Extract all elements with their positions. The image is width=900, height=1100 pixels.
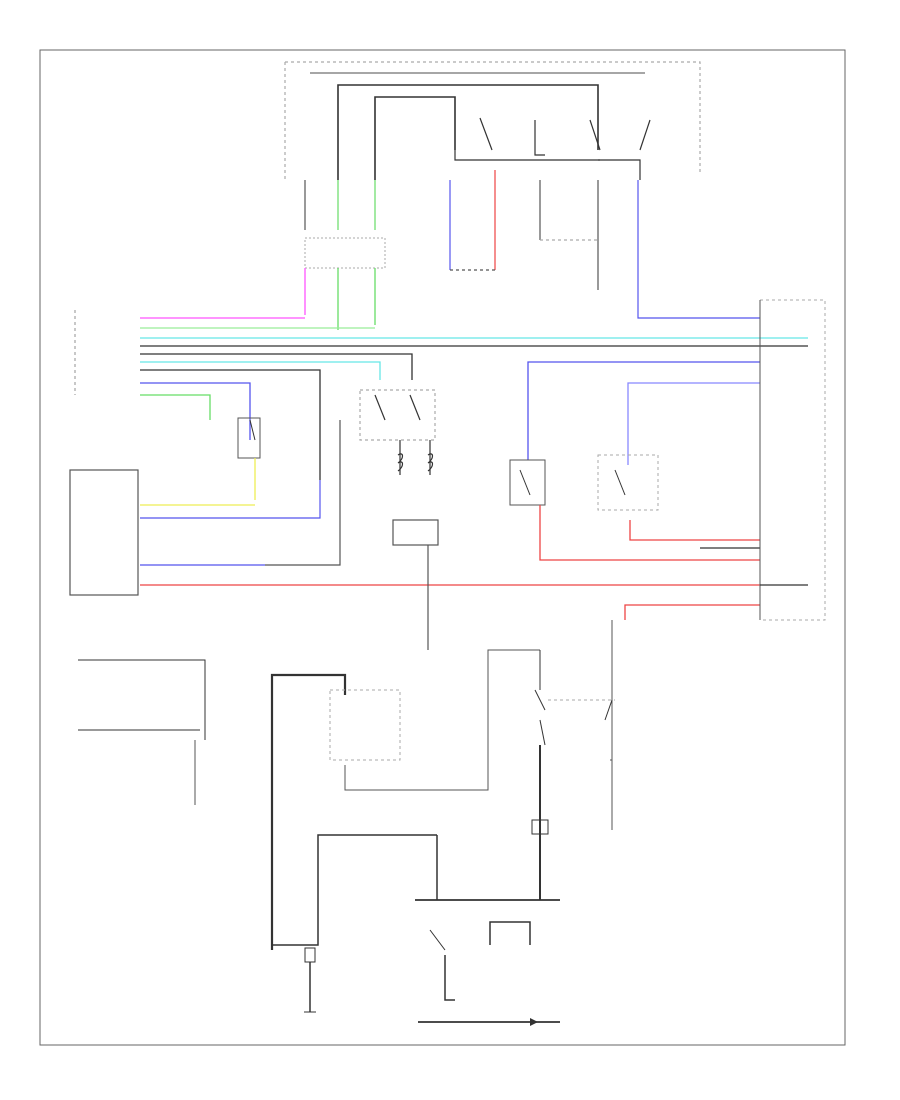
starter-circuit <box>270 620 615 1026</box>
center-relay <box>359 389 439 650</box>
left-module-pins <box>74 310 808 480</box>
right-relays <box>509 299 826 621</box>
diagram-frame <box>39 49 846 1046</box>
left-relay <box>237 417 261 500</box>
lower-left-switches <box>78 659 206 805</box>
connector-block-top <box>304 237 386 330</box>
engine-control-module <box>69 420 760 596</box>
top-wiring <box>284 61 760 319</box>
